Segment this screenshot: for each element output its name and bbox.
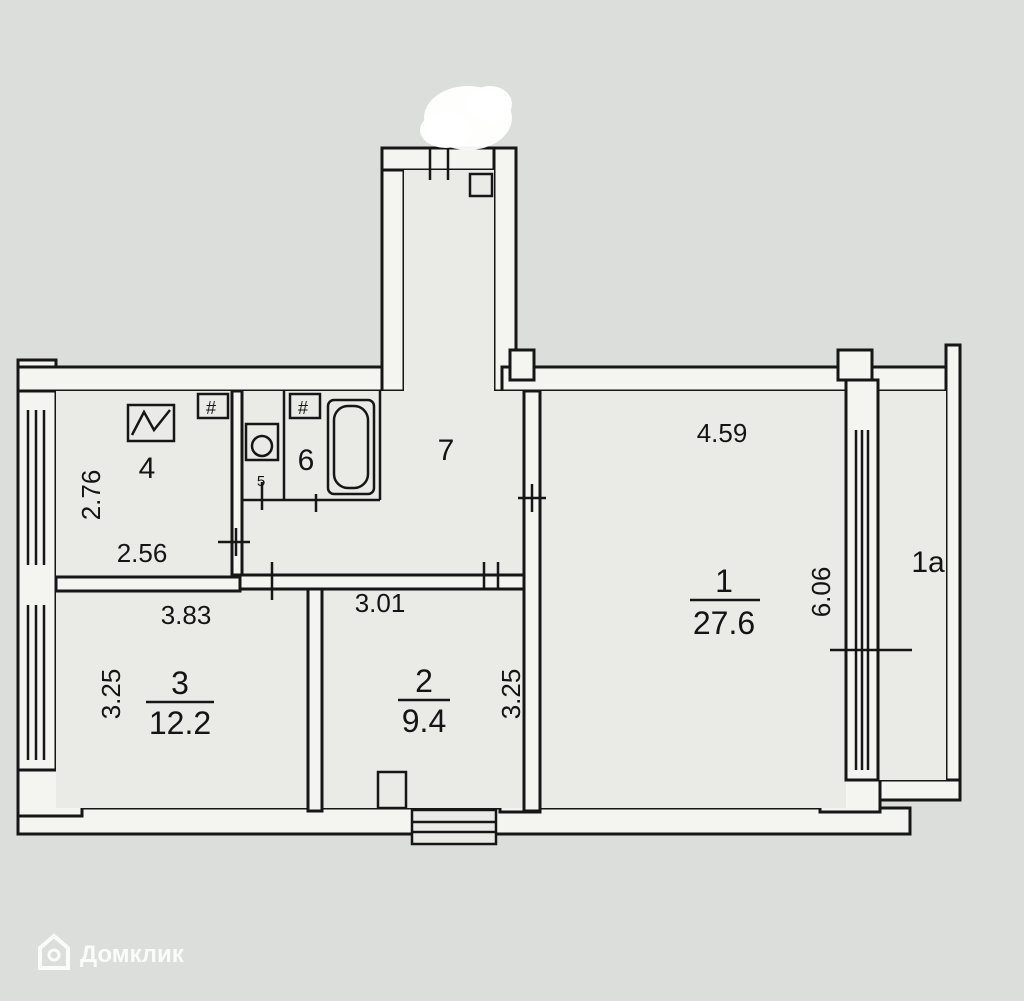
window-room1 <box>854 430 870 770</box>
room-3-number: 3 <box>171 665 189 701</box>
domclick-logo-icon <box>38 933 70 970</box>
entrance-door <box>410 808 498 846</box>
room-1a-number: 1a <box>911 546 945 579</box>
wall-corridor-left <box>380 146 406 393</box>
room-7-floor <box>240 391 524 577</box>
room-3-dim-top: 3.83 <box>161 600 212 630</box>
wall-balcony-bottom <box>878 778 962 802</box>
room-1a-floor <box>878 391 946 780</box>
room-2-number: 2 <box>415 663 433 699</box>
stove-icon <box>126 403 176 443</box>
wall-room3-top <box>54 575 242 593</box>
room-1-number: 1 <box>715 563 733 599</box>
wall-corridor-top <box>380 146 506 172</box>
watermark: Домклик <box>38 933 185 970</box>
room-4-dim-bottom: 2.56 <box>117 538 168 568</box>
svg-text:#: # <box>206 398 216 418</box>
ventilation-shaft-icon: # <box>196 392 230 420</box>
door-marks <box>218 148 546 600</box>
wall-room1-left <box>522 389 542 813</box>
corridor-corner-block <box>468 172 494 198</box>
room-7-number: 7 <box>438 434 455 467</box>
room-4-number: 4 <box>139 452 156 485</box>
room-1-dim-top: 4.59 <box>697 418 748 448</box>
ventilation-shaft-bath-icon: # <box>288 392 322 420</box>
bathtub-icon <box>326 398 376 496</box>
wall-balcony-right <box>944 343 962 802</box>
room-3-area: 12.2 <box>149 705 211 741</box>
room-4-dim-side: 2.76 <box>76 470 106 521</box>
watermark-text: Домклик <box>80 941 185 968</box>
wall-top-right <box>500 365 952 393</box>
pillar-top-center <box>508 348 536 382</box>
room-2-dim-side: 3.25 <box>496 669 526 720</box>
blurred-patch <box>420 86 512 150</box>
room-1-dim-side: 6.06 <box>806 567 836 618</box>
window-left-upper <box>26 410 46 565</box>
room-2-area: 9.4 <box>402 703 446 739</box>
wall-room2-left <box>306 587 324 813</box>
room-3-dim-side: 3.25 <box>96 669 126 720</box>
wall-room2-top <box>238 573 526 591</box>
window-left-lower <box>26 605 46 760</box>
room-5-number: 5 <box>257 473 265 490</box>
room-7-corridor-floor <box>404 170 494 391</box>
room-1-area: 27.6 <box>693 605 755 641</box>
wall-top-left <box>16 365 392 393</box>
room-3-floor <box>56 591 308 808</box>
pillar-top-right <box>836 348 874 382</box>
svg-text:#: # <box>298 398 308 418</box>
room2-column <box>376 770 408 810</box>
room-6-number: 6 <box>298 444 315 477</box>
wall-room4-right <box>230 389 244 577</box>
room-2-dim-top: 3.01 <box>355 588 406 618</box>
toilet-icon <box>244 422 280 462</box>
